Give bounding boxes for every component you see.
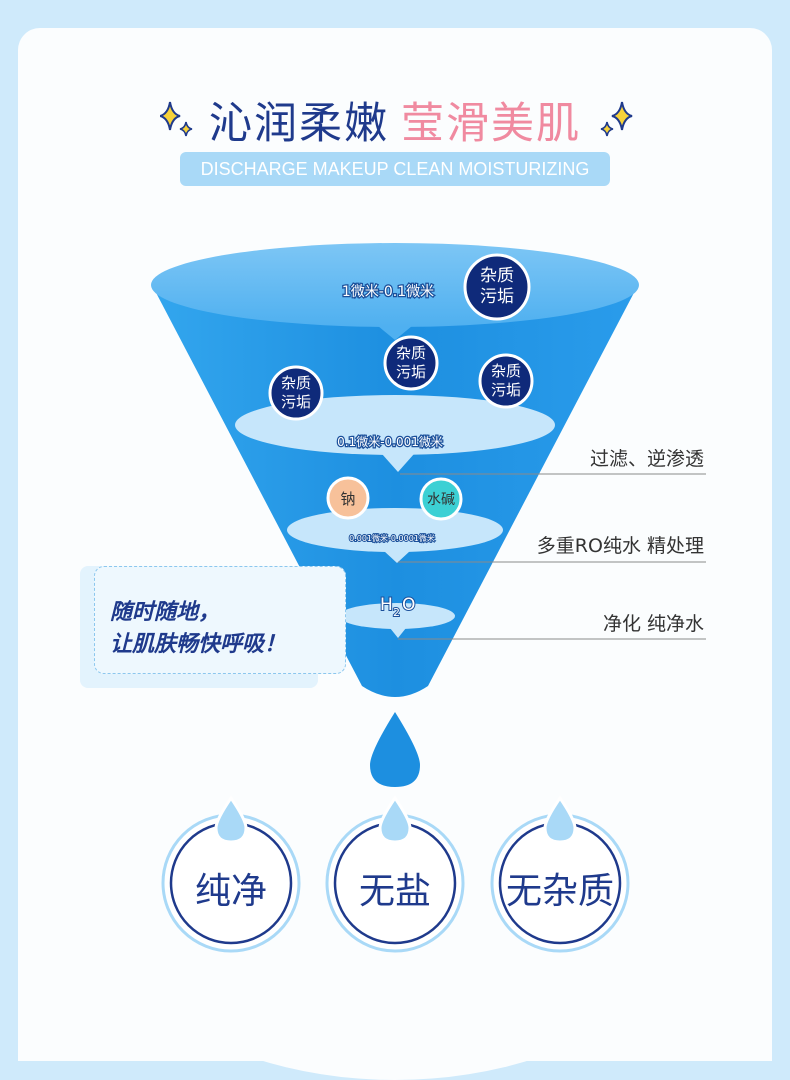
- impurity-bubble-center: 杂质 污垢: [383, 335, 439, 391]
- feature-circle-3: [490, 795, 630, 953]
- impurity-left-line1: 杂质: [281, 374, 311, 392]
- stage-label-2: 多重RO纯水 精处理: [536, 535, 704, 557]
- water-drop-icon: [370, 712, 420, 787]
- note-line-1: 随时随地，: [110, 600, 221, 625]
- stage-label-1: 过滤、逆渗透: [589, 448, 704, 470]
- impurity-right-line2: 污垢: [491, 381, 521, 399]
- note-dashed-frame: [94, 566, 346, 674]
- h2o-o: O: [402, 595, 415, 615]
- feature-drop-icon-3: [543, 795, 577, 844]
- impurity-bubble-top: 杂质 污垢: [463, 253, 531, 321]
- filter-layer-3: [287, 508, 503, 552]
- impurity-right-line1: 杂质: [491, 362, 521, 380]
- impurity-left-line2: 污垢: [281, 393, 311, 411]
- impurity-bubble-left: 杂质 污垢: [268, 365, 324, 421]
- page-title: 沁润柔嫩莹滑美肌: [0, 96, 790, 152]
- feature-circle-1: [161, 795, 301, 953]
- subtitle-bar: DISCHARGE MAKEUP CLEAN MOISTURIZING: [180, 152, 610, 186]
- feature-drop-icon-2: [378, 795, 412, 844]
- filter-layer-4: [339, 603, 455, 629]
- feature-label-2: 无盐: [358, 871, 431, 912]
- layer1-range: 1微米-0.1微米: [342, 284, 434, 300]
- impurity-top-line2: 污垢: [480, 287, 514, 307]
- layer2-range: 0.1微米-0.001微米: [337, 435, 443, 449]
- impurity-top-line1: 杂质: [480, 266, 514, 286]
- sodium-label: 钠: [340, 490, 355, 508]
- title-part2: 莹滑美肌: [401, 99, 581, 149]
- sodium-bubble: 钠: [326, 476, 370, 520]
- note-line-2: 让肌肤畅快呼吸！: [110, 632, 287, 657]
- sparkle-right-icon: [600, 101, 633, 137]
- h2o-label: H 2 O: [379, 594, 416, 620]
- stage-label-3: 净化 纯净水: [602, 613, 704, 635]
- h2o-h: H: [380, 595, 393, 615]
- impurity-bubble-right: 杂质 污垢: [478, 353, 534, 409]
- impurity-center-line2: 污垢: [396, 363, 426, 381]
- feature-label-1: 纯净: [194, 871, 267, 912]
- feature-circle-2: [325, 795, 465, 953]
- feature-drop-icon-1: [214, 795, 248, 844]
- alkali-bubble: 水碱: [419, 477, 463, 521]
- sparkle-left-icon: [160, 101, 193, 137]
- h2o-2: 2: [393, 606, 400, 619]
- feature-label-3: 无杂质: [505, 871, 614, 912]
- title-part1: 沁润柔嫩: [209, 99, 389, 149]
- layer3-range: 0.001微米-0.0001微米: [349, 533, 435, 543]
- alkali-label: 水碱: [427, 492, 455, 508]
- impurity-center-line1: 杂质: [396, 344, 426, 362]
- note-box: 随时随地， 让肌肤畅快呼吸！: [80, 566, 346, 688]
